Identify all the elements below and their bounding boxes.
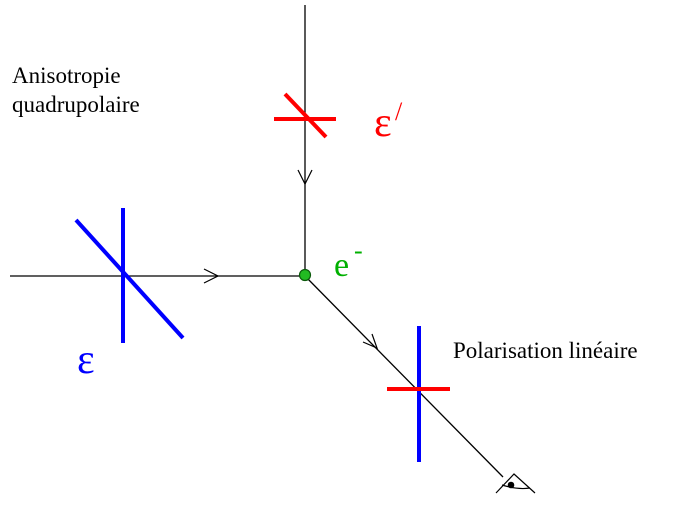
anisotropy-label-line1: Anisotropie <box>12 63 121 88</box>
polarization-label: Polarisation linéaire <box>453 338 638 363</box>
electron-label: e <box>334 247 349 284</box>
incident-arrow-head <box>203 268 220 284</box>
scattered-arrow-head <box>362 333 379 350</box>
epsilon-prime-symbol: ε <box>374 100 392 146</box>
scattered-beam-line <box>304 275 504 478</box>
anisotropy-polarization-diagonal <box>283 92 328 139</box>
epsilon-prime-mark: / <box>395 97 403 126</box>
eye-icon <box>495 473 536 494</box>
vertical-arrow-head <box>297 169 313 186</box>
incident-polarization-diagonal <box>74 218 185 340</box>
electron-charge: - <box>354 236 363 265</box>
epsilon-symbol: ε <box>77 337 95 383</box>
anisotropy-label-line2: quadrupolaire <box>12 92 140 117</box>
electron-dot <box>298 268 312 282</box>
